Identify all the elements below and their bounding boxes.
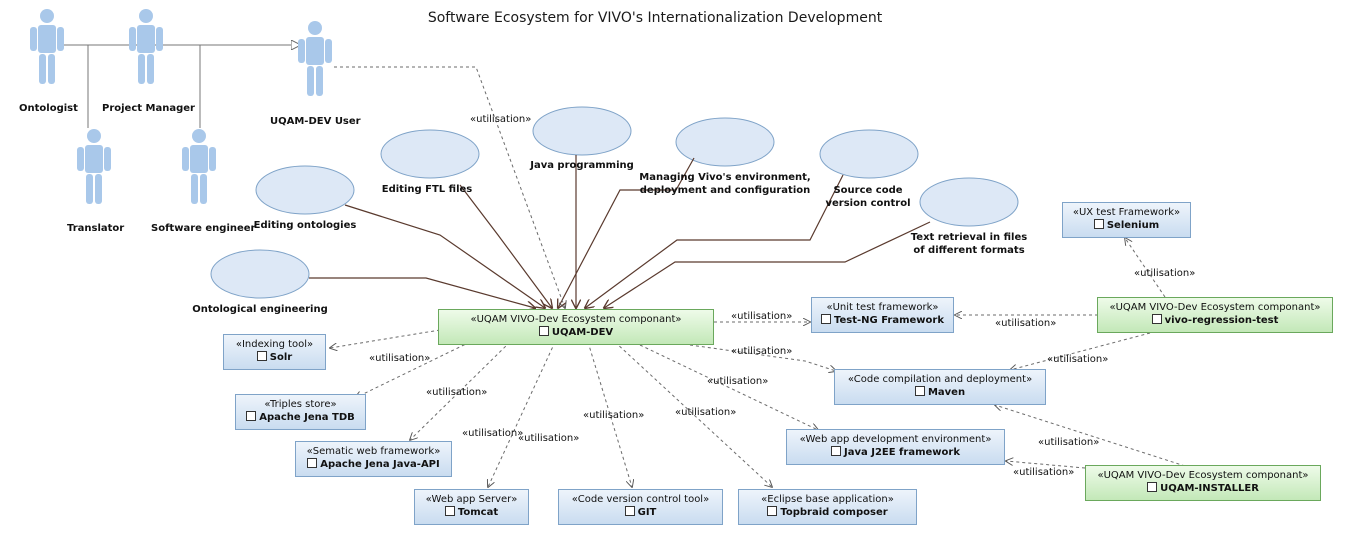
component-uqam-installer-name: UQAM-INSTALLER	[1160, 483, 1259, 494]
edge-label-dev-git: «utilisation»	[583, 410, 645, 421]
component-java-j2ee-stereotype: «Web app development environment»	[799, 434, 992, 445]
edge-label-dev-j2ee: «utilisation»	[707, 376, 769, 387]
component-icon	[767, 506, 778, 516]
edge-label-dev-solr: «utilisation»	[369, 353, 431, 364]
edge-label-user-dev: «utilisation»	[470, 114, 532, 125]
component-selenium[interactable]: «UX test Framework» Selenium	[1062, 202, 1191, 238]
component-topbraid-name: Topbraid composer	[780, 507, 888, 518]
use-case-text-retrieval-label: Text retrieval in files of different for…	[910, 232, 1028, 256]
actor-software-engineer-figure[interactable]	[182, 129, 216, 204]
edge-label-inst-maven: «utilisation»	[1038, 437, 1100, 448]
edge-label-dev-tomcat: «utilisation»	[518, 433, 580, 444]
use-case-java-programming[interactable]	[532, 106, 632, 156]
component-git[interactable]: «Code version control tool» GIT	[558, 489, 723, 525]
component-uqam-installer-stereotype: «UQAM VIVO-Dev Ecosystem componant»	[1097, 470, 1309, 481]
use-case-source-code-vc-label: Source code version control	[825, 185, 911, 209]
component-jena-api-name: Apache Jena Java-API	[320, 459, 440, 470]
use-case-text-retrieval[interactable]	[919, 177, 1019, 227]
component-vivo-regression-test[interactable]: «UQAM VIVO-Dev Ecosystem componant» vivo…	[1097, 297, 1333, 333]
component-tomcat-stereotype: «Web app Server»	[425, 494, 518, 505]
component-git-stereotype: «Code version control tool»	[571, 494, 710, 505]
component-solr[interactable]: «Indexing tool» Solr	[223, 334, 326, 370]
actor-translator-label: Translator	[67, 223, 125, 234]
component-maven[interactable]: «Code compilation and deployment» Maven	[834, 369, 1046, 405]
edge-label-reg-testng: «utilisation»	[995, 318, 1057, 329]
component-jena-api[interactable]: «Sematic web framework» Apache Jena Java…	[295, 441, 452, 477]
component-icon	[1147, 482, 1158, 492]
edge-label-dev-tdb: «utilisation»	[426, 387, 488, 398]
use-case-managing-vivo[interactable]	[675, 117, 775, 167]
edge-label-reg-selenium: «utilisation»	[1134, 268, 1196, 279]
actor-software-engineer-label: Software engineer	[151, 223, 256, 234]
use-case-java-programming-label: Java programming	[530, 160, 634, 171]
actor-uqam-dev-user-figure[interactable]	[298, 21, 332, 96]
component-jena-tdb[interactable]: «Triples store» Apache Jena TDB	[235, 394, 366, 430]
component-uqam-dev-name: UQAM-DEV	[551, 327, 614, 338]
component-icon	[624, 506, 635, 516]
association-lines	[309, 155, 931, 308]
use-case-ontological-engineering[interactable]	[210, 249, 310, 299]
component-icon	[1151, 314, 1162, 324]
component-test-ng[interactable]: «Unit test framework» Test-NG Framework	[811, 297, 954, 333]
use-case-ontological-engineering-label: Ontological engineering	[192, 304, 328, 315]
actor-project-manager-label: Project Manager	[102, 103, 195, 114]
component-java-j2ee[interactable]: «Web app development environment» Java J…	[786, 429, 1005, 465]
actor-translator-figure[interactable]	[77, 129, 111, 204]
component-solr-name: Solr	[269, 352, 293, 363]
component-uqam-dev-stereotype: «UQAM VIVO-Dev Ecosystem componant»	[470, 314, 682, 325]
component-icon	[256, 351, 267, 361]
use-case-source-code-vc[interactable]	[819, 129, 919, 179]
component-jena-tdb-stereotype: «Triples store»	[264, 399, 337, 410]
component-vivo-regression-test-name: vivo-regression-test	[1164, 315, 1279, 326]
component-tomcat[interactable]: «Web app Server» Tomcat	[414, 489, 529, 525]
component-vivo-regression-test-stereotype: «UQAM VIVO-Dev Ecosystem componant»	[1109, 302, 1321, 313]
component-maven-stereotype: «Code compilation and deployment»	[847, 374, 1033, 385]
edge-label-dev-topbraid: «utilisation»	[675, 407, 737, 418]
component-icon	[914, 386, 925, 396]
component-icon	[538, 326, 549, 336]
component-java-j2ee-name: Java J2EE framework	[844, 447, 960, 458]
use-case-managing-vivo-label: Managing Vivo's environment, deployment …	[639, 172, 811, 196]
dependency-lines	[330, 66, 1186, 487]
component-icon	[1093, 219, 1104, 229]
component-selenium-stereotype: «UX test Framework»	[1072, 207, 1181, 218]
edge-label-dev-jenaapi: «utilisation»	[462, 428, 524, 439]
diagram-title: Software Ecosystem for VIVO's Internatio…	[427, 10, 883, 26]
actor-uqam-dev-user-label: UQAM-DEV User	[270, 116, 361, 127]
component-git-name: GIT	[637, 507, 657, 518]
component-tomcat-name: Tomcat	[457, 507, 499, 518]
edge-label-dev-testng: «utilisation»	[731, 311, 793, 322]
component-uqam-installer[interactable]: «UQAM VIVO-Dev Ecosystem componant» UQAM…	[1085, 465, 1321, 501]
component-icon	[444, 506, 455, 516]
use-case-editing-ftl-label: Editing FTL files	[381, 184, 473, 195]
component-test-ng-name: Test-NG Framework	[834, 315, 944, 326]
component-test-ng-stereotype: «Unit test framework»	[826, 302, 939, 313]
generalization-lines	[60, 45, 300, 128]
actor-ontologist-label: Ontologist	[19, 103, 78, 114]
edge-label-reg-maven: «utilisation»	[1047, 354, 1109, 365]
component-icon	[831, 446, 842, 456]
component-topbraid-stereotype: «Eclipse base application»	[761, 494, 894, 505]
use-case-editing-ontologies-label: Editing ontologies	[253, 220, 357, 231]
component-icon	[246, 411, 257, 421]
edge-label-dev-maven: «utilisation»	[731, 346, 793, 357]
edge-label-inst-j2ee: «utilisation»	[1013, 467, 1075, 478]
component-maven-name: Maven	[927, 387, 966, 398]
component-jena-api-stereotype: «Sematic web framework»	[306, 446, 441, 457]
use-case-editing-ontologies[interactable]	[255, 165, 355, 215]
use-case-editing-ftl[interactable]	[380, 129, 480, 179]
component-selenium-name: Selenium	[1106, 220, 1160, 231]
component-jena-tdb-name: Apache Jena TDB	[259, 412, 355, 423]
component-solr-stereotype: «Indexing tool»	[235, 339, 314, 350]
component-topbraid[interactable]: «Eclipse base application» Topbraid comp…	[738, 489, 917, 525]
component-icon	[307, 458, 318, 468]
component-uqam-dev[interactable]: «UQAM VIVO-Dev Ecosystem componant» UQAM…	[438, 309, 714, 345]
component-icon	[821, 314, 831, 324]
